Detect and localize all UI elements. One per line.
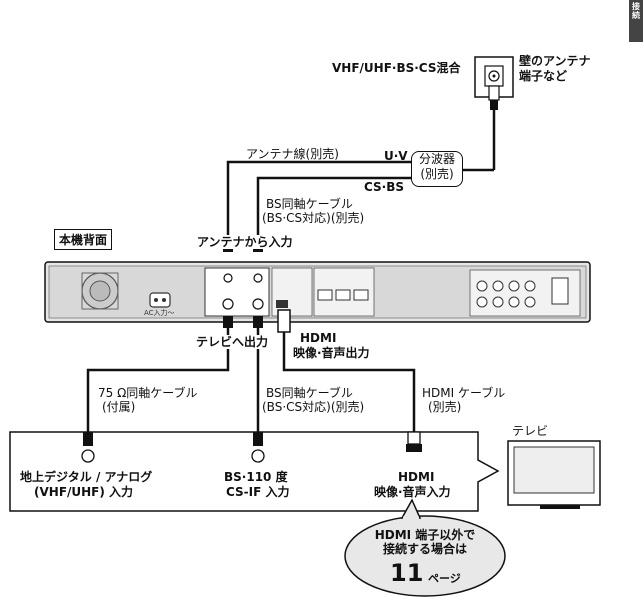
bs-input-label: BS·110 度 bbox=[224, 470, 288, 484]
splitter-csbs-port: CS·BS bbox=[364, 180, 405, 194]
bs-coax-top-label: BS同軸ケーブル bbox=[266, 197, 353, 211]
bs-coax-bottom-label-2: (BS·CS対応)(別売) bbox=[262, 400, 365, 414]
antenna-in-label: アンテナから入力 bbox=[197, 235, 293, 249]
ac-inlet-label: AC入力〜 bbox=[144, 309, 175, 317]
bs-coax-bottom-label: BS同軸ケーブル bbox=[266, 386, 353, 400]
tv-input-panel bbox=[9, 431, 500, 512]
terrestrial-input-label: 地上デジタル / アナログ bbox=[20, 470, 153, 484]
bs-coax-top-label-2: (BS·CS対応)(別売) bbox=[262, 211, 365, 225]
splitter-sold-separately: (別売) bbox=[420, 167, 454, 181]
callout-page-suffix: ページ bbox=[428, 572, 461, 585]
tv-label: テレビ bbox=[512, 424, 549, 438]
hdmi-out-label: HDMI bbox=[300, 331, 337, 345]
coax75-label: 75 Ω同軸ケーブル bbox=[98, 386, 198, 400]
coax75-label-2: (付属) bbox=[102, 400, 136, 414]
callout-line-1: HDMI 端子以外で bbox=[374, 528, 476, 542]
hdmi-input-label: HDMI bbox=[398, 470, 435, 484]
hdmi-cable-label-2: (別売) bbox=[428, 400, 462, 414]
bs-input-label-2: CS-IF 入力 bbox=[226, 485, 290, 499]
tv-out-label: テレビへ出力 bbox=[196, 335, 269, 349]
terrestrial-input-label-2: (VHF/UHF) 入力 bbox=[34, 485, 134, 499]
hdmi-cable-label: HDMI ケーブル bbox=[422, 386, 506, 400]
wall-antenna-label-2: 端子など bbox=[519, 69, 568, 83]
callout-text: HDMI 端子以外で 接続する場合は bbox=[352, 528, 498, 556]
hdmi-out-label-2: 映像·音声出力 bbox=[293, 346, 370, 360]
callout-page-number[interactable]: 11 bbox=[390, 559, 424, 587]
callout-line-2: 接続する場合は bbox=[382, 542, 467, 556]
hdmi-input-label-2: 映像·音声入力 bbox=[374, 485, 451, 499]
page-reference-callout bbox=[344, 515, 506, 597]
splitter-uv-port: U·V bbox=[384, 149, 408, 163]
recorder-rear-label: 本機背面 bbox=[54, 229, 113, 250]
antenna-source-label: VHF/UHF·BS·CS混合 bbox=[332, 61, 461, 75]
wall-antenna-label: 壁のアンテナ bbox=[519, 54, 591, 68]
splitter-box: 分波器 (別売) bbox=[411, 151, 463, 187]
antenna-wire-label: アンテナ線(別売) bbox=[246, 147, 339, 161]
splitter-label: 分波器 bbox=[418, 152, 455, 166]
chapter-tab: 接続 bbox=[629, 0, 643, 42]
